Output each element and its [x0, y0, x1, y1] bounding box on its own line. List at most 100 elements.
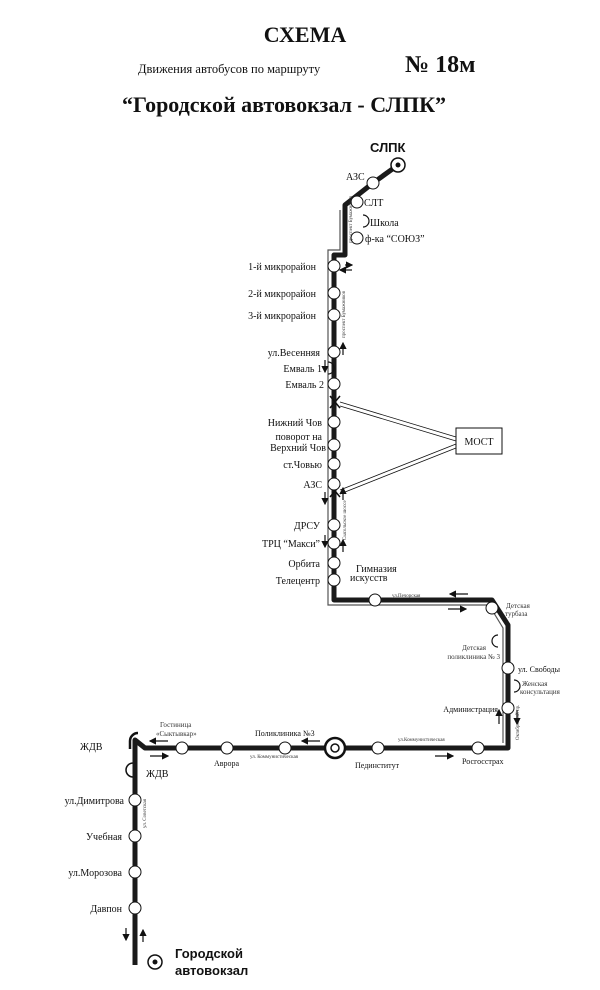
stop-label: «Сыктывкар» [156, 730, 197, 738]
stop-marker [368, 593, 382, 607]
bridge-box [455, 427, 503, 455]
stop-marker [350, 231, 364, 245]
stop-label: ул. Свободы [518, 665, 561, 674]
stop-label: поликлиника № 3 [447, 653, 500, 661]
stop-label: искусств [350, 573, 388, 584]
bridge-pointer [339, 447, 457, 495]
street-label: проспект Бумажников [342, 290, 347, 338]
stop-label: Емваль 2 [285, 380, 324, 391]
stop-label: Пединститут [355, 761, 400, 770]
stop-marker [371, 741, 385, 755]
stop-half-marker [125, 762, 134, 778]
roundabout [323, 736, 347, 760]
stop-label: Поликлиника №3 [255, 729, 315, 738]
terminal-end-label-2: автовокзал [175, 963, 248, 978]
stop-marker [327, 415, 341, 429]
stop-marker [327, 556, 341, 570]
street-label: Сысольское шоссе [343, 499, 348, 540]
street-label: ул.Печорская [392, 594, 421, 599]
stop-marker [327, 259, 341, 273]
stop-label: 1-й микрорайон [248, 262, 317, 273]
stop-label: турбаза [505, 610, 528, 618]
stop-label: Орбита [288, 559, 320, 570]
stop-marker [128, 829, 142, 843]
stop-marker [175, 741, 189, 755]
street-label: ул. Коммунистическая [250, 755, 299, 760]
stop-label: Школа [370, 218, 399, 229]
stop-marker [220, 741, 234, 755]
stop-label: Давпон [90, 904, 122, 915]
stop-marker [128, 901, 142, 915]
stop-marker [501, 701, 515, 715]
stop-label: ул.Весенняя [268, 348, 321, 359]
stop-label: ул.Димитрова [65, 796, 125, 807]
bridge-label: МОСТ [464, 437, 493, 448]
stop-marker [327, 286, 341, 300]
stop-label: ЖДВ [80, 742, 103, 753]
stop-label: Аврора [214, 759, 240, 768]
stop-label: Учебная [86, 832, 122, 843]
stop-label: Администрация [443, 705, 498, 714]
stop-marker [327, 377, 341, 391]
street-label: ул.Коммунистическая [398, 738, 445, 743]
stop-half-marker [513, 679, 521, 693]
stop-label: 3-й микрорайон [248, 311, 317, 322]
stop-label: Емваль 1 [283, 364, 322, 375]
stop-marker [501, 661, 515, 675]
stop-marker [327, 518, 341, 532]
stop-marker [327, 573, 341, 587]
stop-label: Гостиница [160, 721, 192, 729]
stop-label: ф-ка “СОЮЗ” [365, 234, 425, 245]
stop-label: Телецентр [276, 576, 320, 587]
route-name: “Городской автовокзал - СЛПК” [122, 92, 447, 117]
stop-marker [327, 457, 341, 471]
stop-marker [327, 536, 341, 550]
stop-label: Детская [506, 602, 531, 610]
bridge-pointer [339, 401, 457, 438]
bridge-pointer [339, 405, 457, 442]
stop-marker [327, 308, 341, 322]
stop-label: АЗС [303, 480, 322, 491]
page-title: СХЕМА [263, 22, 347, 47]
stop-label: АЗС [346, 172, 365, 183]
stop-half-marker [327, 361, 335, 375]
stop-label: поворот на [275, 432, 322, 443]
stop-marker [278, 741, 292, 755]
stop-label: Гимназия [356, 564, 397, 575]
stop-half-marker [491, 634, 499, 648]
direction-arrows [122, 261, 521, 942]
page-subtitle: Движения автобусов по маршруту [138, 62, 321, 76]
stop-label: Верхний Чов [270, 443, 326, 454]
stop-label: ст.Човью [283, 460, 322, 471]
stop-marker [350, 195, 364, 209]
stop-label: СЛТ [364, 198, 383, 209]
stop-marker [327, 438, 341, 452]
stop-label: Росгосстрах [462, 757, 504, 766]
stop-marker [327, 477, 341, 491]
stop-half-marker [128, 731, 139, 749]
stop-label: 2-й микрорайон [248, 289, 317, 300]
street-label: ул. Советская [143, 798, 148, 828]
stop-label: ТРЦ “Макси” [262, 539, 320, 550]
route-line-return [327, 210, 504, 743]
stop-marker [471, 741, 485, 755]
stops [128, 176, 515, 915]
stop-label: Нижний Чов [268, 418, 323, 429]
terminal-end-label-1: Городской [175, 946, 243, 961]
stop-marker [366, 176, 380, 190]
stop-label: консультация [520, 688, 561, 696]
route-number: № 18м [405, 52, 476, 78]
stop-half-marker [362, 214, 370, 228]
stop-marker [128, 865, 142, 879]
bridge-pointer [339, 443, 457, 491]
terminal-start-label: СЛПК [370, 140, 406, 155]
stop-marker [327, 345, 341, 359]
stop-label: ДРСУ [294, 521, 321, 532]
stop-label: Женская [522, 680, 548, 688]
stop-label: ул.Морозова [68, 868, 122, 879]
route-line [132, 162, 511, 965]
street-label: проспект Бумажников [349, 195, 354, 243]
stop-marker [485, 601, 499, 615]
stop-label: Детская [462, 644, 487, 652]
